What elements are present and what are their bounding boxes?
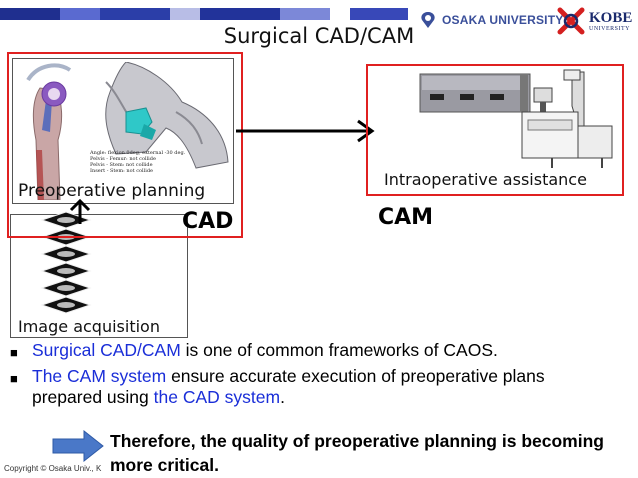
- ct-slice-anatomy: [57, 285, 75, 291]
- kobe-logo-text: KOBE: [589, 9, 633, 26]
- stripe-segment: [350, 8, 408, 20]
- ct-slice-anatomy: [57, 251, 75, 257]
- bullet-2-highlight-2: the CAD system: [153, 387, 281, 407]
- ct-slice-anatomy: [57, 302, 75, 308]
- stripe-segment: [170, 8, 200, 20]
- stripe-segment: [200, 8, 280, 20]
- cad-to-cam-arrow: [236, 119, 375, 143]
- bullet-item: ■ The CAM system ensure accurate executi…: [10, 366, 630, 408]
- stripe-segment: [60, 8, 100, 20]
- cad-label: CAD: [182, 209, 234, 234]
- ct-slice-anatomy: [57, 268, 75, 274]
- stripe-segment: [330, 8, 350, 20]
- osaka-emblem-icon: [421, 12, 435, 28]
- header-stripe: [0, 8, 408, 20]
- kobe-university-logo: KOBE UNIVERSITY: [556, 4, 632, 38]
- cad-highlight-box: [7, 52, 243, 238]
- image-acquisition-panel: [10, 214, 188, 338]
- stripe-segment: [100, 8, 170, 20]
- stripe-segment: [0, 8, 60, 20]
- image-acquisition-label: Image acquisition: [18, 317, 160, 336]
- planning-annotations: Angle: flexion 0deg, external -30 deg.Pe…: [90, 150, 185, 174]
- surgical-robot-image: [419, 69, 613, 168]
- cam-label: CAM: [378, 205, 434, 230]
- bullet-list: ■ Surgical CAD/CAM is one of common fram…: [10, 340, 630, 411]
- bullet-2-end: .: [280, 387, 285, 407]
- kobe-emblem-icon: [557, 7, 585, 35]
- bullet-1-text: is one of common frameworks of CAOS.: [180, 340, 498, 360]
- bullet-2-highlight: The CAM system: [32, 366, 167, 386]
- planning-annotation-line: Pelvis - Stem: not collide: [90, 162, 153, 168]
- kobe-logo-subtext: UNIVERSITY: [589, 25, 630, 32]
- slide-title: Surgical CAD/CAM: [223, 24, 415, 48]
- conclusion-arrow-icon: [52, 430, 104, 462]
- copyright-text: Copyright © Osaka Univ., K: [4, 464, 102, 473]
- square-bullet-icon: ■: [10, 371, 18, 386]
- osaka-logo-text: OSAKA UNIVERSITY: [442, 13, 564, 27]
- ct-slice-stack-image: [40, 211, 92, 314]
- pelvis-implant-image: [105, 62, 229, 169]
- planning-annotation-line: Pelvis - Femur: not collide: [90, 156, 156, 162]
- ct-slice-anatomy: [57, 217, 75, 223]
- preoperative-planning-label: Preoperative planning: [18, 181, 206, 201]
- osaka-university-logo: OSAKA UNIVERSITY: [418, 6, 563, 34]
- conclusion-text: Therefore, the quality of preoperative p…: [110, 431, 604, 475]
- bullet-1-highlight: Surgical CAD/CAM: [32, 340, 181, 360]
- bullet-item: ■ Surgical CAD/CAM is one of common fram…: [10, 340, 630, 363]
- square-bullet-icon: ■: [10, 345, 18, 360]
- upward-arrow-icon: [69, 198, 91, 224]
- planning-annotation-line: Angle: flexion 0deg, external -30 deg.: [90, 150, 186, 156]
- cam-highlight-box: [366, 64, 624, 196]
- bullet-2-text: ensure accurate execution of preoperativ…: [32, 366, 545, 407]
- intraoperative-assistance-label: Intraoperative assistance: [384, 170, 587, 189]
- stripe-segment: [280, 8, 330, 20]
- planning-annotation-line: Insert - Stem: not collide: [90, 168, 153, 174]
- femur-implant-image: [26, 63, 72, 200]
